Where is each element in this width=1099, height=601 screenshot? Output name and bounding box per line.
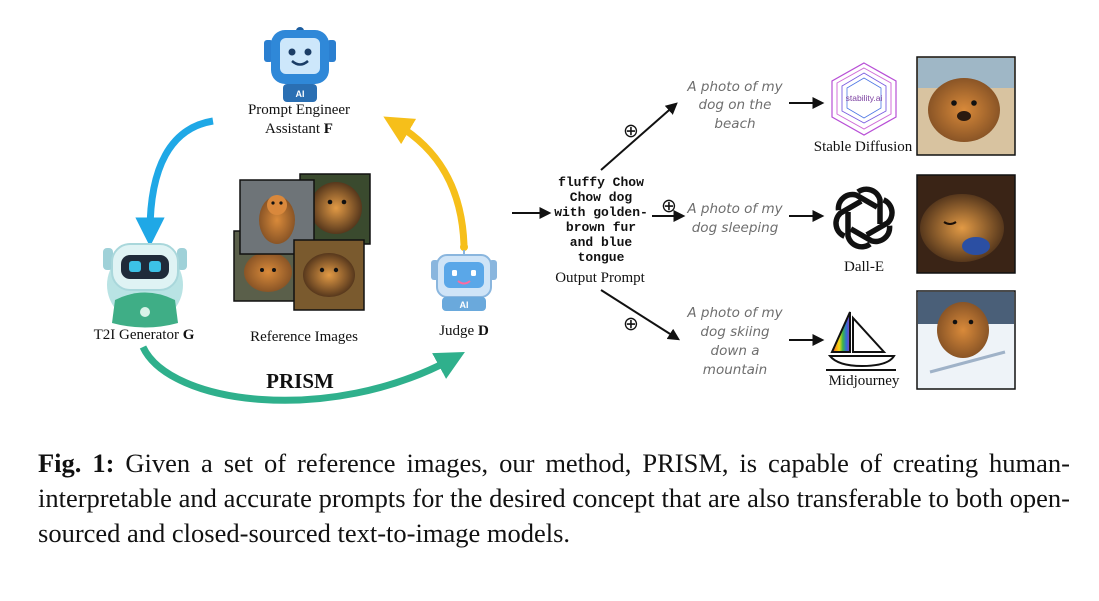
- prompt-engineer-robot-icon: AI: [264, 27, 336, 102]
- ai-badge-text: AI: [296, 89, 305, 99]
- figure-caption: Fig. 1: Given a set of reference images,…: [38, 446, 1070, 551]
- t2i-generator-label: T2I Generator G: [94, 327, 195, 343]
- svg-text:Chow dog: Chow dog: [570, 190, 633, 205]
- generated-image-skiing: [916, 290, 1016, 390]
- prompt-sleeping: A photo of my dog sleeping: [686, 201, 783, 236]
- concat-symbol-bottom: ⊕: [623, 313, 639, 335]
- branch-arrow-top: [600, 102, 678, 171]
- blue-cycle-arrow: [135, 117, 214, 247]
- yellow-cycle-arrow: [383, 116, 468, 246]
- midjourney-sailboat-logo-icon: [826, 311, 896, 371]
- generated-image-beach: [916, 56, 1016, 156]
- concat-symbol-top: ⊕: [623, 120, 639, 142]
- output-prompt-text: fluffy Chow Chow dog with golden- brown …: [554, 175, 648, 265]
- svg-text:dog on the: dog on the: [699, 97, 772, 113]
- concat-symbol-middle: ⊕: [661, 195, 677, 217]
- svg-text:mountain: mountain: [703, 362, 767, 378]
- dall-e-label: Dall-E: [844, 259, 884, 275]
- svg-text:and blue: and blue: [570, 235, 633, 250]
- prism-figure: AI Prompt Engineer Assistant F T2I Gener…: [94, 27, 1016, 404]
- svg-text:with golden-: with golden-: [554, 205, 648, 220]
- judge-robot-icon: AI: [431, 243, 497, 311]
- stable-diffusion-label: Stable Diffusion: [814, 139, 913, 155]
- green-cycle-arrow: [139, 345, 465, 404]
- svg-text:down a: down a: [711, 343, 760, 359]
- svg-text:dog sleeping: dog sleeping: [692, 220, 779, 236]
- prism-label: PRISM: [266, 369, 334, 393]
- svg-text:stability.ai: stability.ai: [846, 93, 883, 103]
- prompt-engineer-label: Prompt Engineer: [248, 102, 350, 118]
- caption-text: Given a set of reference images, our met…: [38, 448, 1071, 548]
- svg-text:brown fur: brown fur: [566, 220, 636, 235]
- t2i-generator-robot-icon: [103, 243, 187, 328]
- svg-text:dog skiing: dog skiing: [700, 324, 770, 340]
- prompt-beach: A photo of my dog on the beach: [686, 79, 783, 132]
- figure-label: Fig. 1:: [38, 448, 115, 478]
- assistant-f-label: Assistant F: [265, 121, 333, 137]
- svg-text:beach: beach: [714, 116, 755, 132]
- svg-text:fluffy Chow: fluffy Chow: [558, 175, 644, 190]
- openai-logo-icon: [833, 186, 895, 250]
- svg-text:A photo of my: A photo of my: [686, 79, 783, 95]
- generated-image-sleeping: [916, 174, 1016, 274]
- svg-text:A photo of my: A photo of my: [686, 305, 783, 321]
- stability-ai-logo-icon: stability.ai: [831, 62, 897, 136]
- midjourney-label: Midjourney: [829, 373, 900, 389]
- svg-text:tongue: tongue: [578, 250, 625, 265]
- reference-images-collage: [233, 173, 371, 311]
- reference-images-label: Reference Images: [250, 329, 358, 345]
- judge-label: Judge D: [439, 323, 489, 339]
- branch-arrow-bottom: [600, 289, 681, 341]
- prompt-skiing: A photo of my dog skiing down a mountain: [686, 305, 783, 378]
- output-prompt-label: Output Prompt: [555, 270, 645, 286]
- judge-ai-badge-text: AI: [460, 300, 469, 310]
- svg-text:A photo of my: A photo of my: [686, 201, 783, 217]
